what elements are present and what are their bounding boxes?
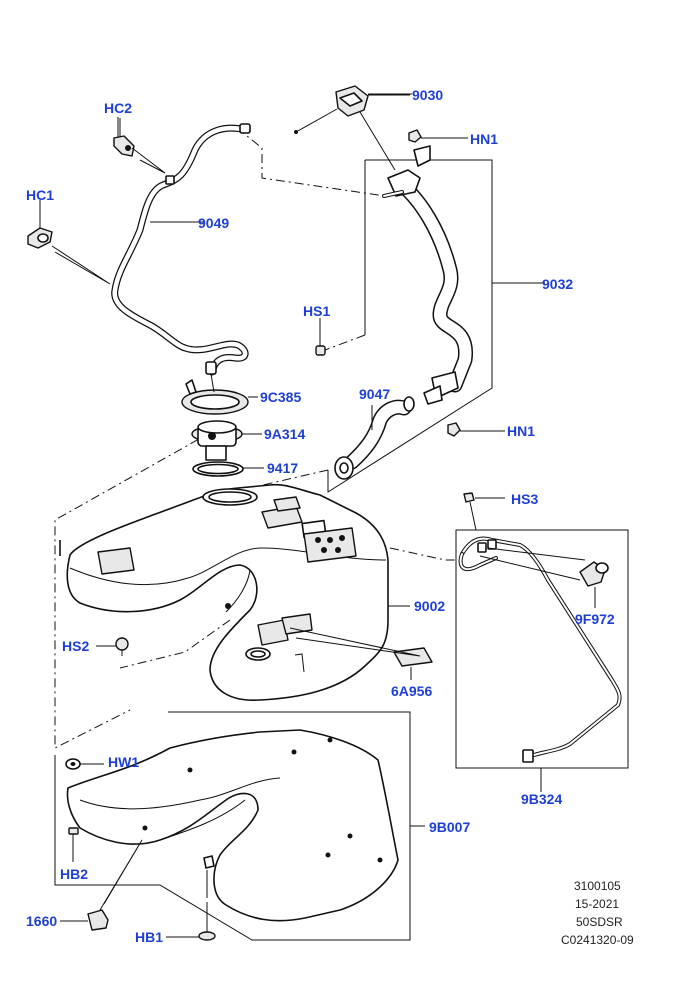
construction-lines xyxy=(54,127,456,749)
bolt-hb2[interactable] xyxy=(68,827,79,852)
screw-hs1[interactable] xyxy=(315,340,326,356)
screw-hs2[interactable] xyxy=(115,637,129,656)
fuel-tank-pad[interactable] xyxy=(393,647,433,667)
vent-pipe-group-frame xyxy=(455,529,629,792)
label-hs2[interactable]: HS2 xyxy=(62,638,89,654)
label-9030[interactable]: 9030 xyxy=(412,87,443,103)
screw-hs3[interactable] xyxy=(463,492,477,531)
fuel-pump-module[interactable] xyxy=(191,420,243,461)
reference-block: 3100105 15-2021 50SDSR C0241320-09 xyxy=(561,879,634,947)
label-hb2[interactable]: HB2 xyxy=(60,866,88,882)
vapour-line-pipe[interactable] xyxy=(111,123,251,376)
label-hw1[interactable]: HW1 xyxy=(108,754,139,770)
label-hn1-top[interactable]: HN1 xyxy=(470,131,498,147)
label-9002[interactable]: 9002 xyxy=(414,598,445,614)
label-hb1[interactable]: HB1 xyxy=(135,929,163,945)
label-hc2[interactable]: HC2 xyxy=(104,100,132,116)
fuel-vent-pipe[interactable] xyxy=(458,536,622,763)
label-9032[interactable]: 9032 xyxy=(542,276,573,292)
part-labels: HC2 HC1 9049 9030 HN1 9032 HS1 9C385 9A3… xyxy=(26,87,615,945)
nut-hn1-mid[interactable] xyxy=(447,422,461,437)
fuel-pressure-sensor[interactable] xyxy=(579,561,609,587)
reference-line-4: C0241320-09 xyxy=(561,933,634,947)
reference-line-1: 3100105 xyxy=(574,879,621,893)
label-1660[interactable]: 1660 xyxy=(26,913,57,929)
fuel-filler-pipe[interactable] xyxy=(382,145,473,405)
reference-line-2: 15-2021 xyxy=(575,897,619,911)
bolt-hb1[interactable] xyxy=(198,855,216,941)
label-9c385[interactable]: 9C385 xyxy=(260,389,301,405)
reference-line-3: 50SDSR xyxy=(576,915,623,929)
fuel-filler-cap[interactable] xyxy=(294,85,369,134)
label-9b324[interactable]: 9B324 xyxy=(521,791,562,807)
label-9f972[interactable]: 9F972 xyxy=(575,611,615,627)
filler-hose[interactable] xyxy=(334,396,415,480)
fuel-pump-lock-ring[interactable] xyxy=(181,379,249,415)
clip-1660[interactable] xyxy=(87,909,109,931)
label-9b007[interactable]: 9B007 xyxy=(429,819,470,835)
label-hs3[interactable]: HS3 xyxy=(511,491,538,507)
washer-hw1[interactable] xyxy=(65,758,81,770)
label-9049[interactable]: 9049 xyxy=(198,215,229,231)
label-9047[interactable]: 9047 xyxy=(359,386,390,402)
clip-hc1[interactable] xyxy=(27,227,53,249)
label-hc1[interactable]: HC1 xyxy=(26,187,54,203)
label-hn1-mid[interactable]: HN1 xyxy=(507,423,535,439)
fuel-tank-heat-shield[interactable] xyxy=(66,729,399,922)
fuel-pump-seal[interactable] xyxy=(192,461,244,477)
nut-hn1-top[interactable] xyxy=(408,129,422,143)
label-9a314[interactable]: 9A314 xyxy=(264,426,305,442)
label-9417[interactable]: 9417 xyxy=(267,460,298,476)
fuel-tank[interactable] xyxy=(59,483,389,701)
heat-shield-group-frame xyxy=(54,711,425,941)
clip-hc2[interactable] xyxy=(113,135,135,157)
label-hs1[interactable]: HS1 xyxy=(303,303,330,319)
label-6a956[interactable]: 6A956 xyxy=(391,683,432,699)
leader-lines xyxy=(119,93,412,435)
